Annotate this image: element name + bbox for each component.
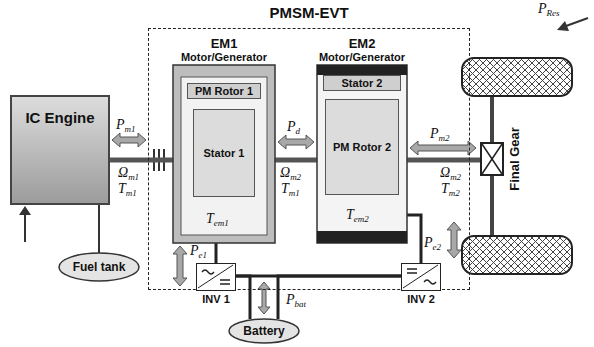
subscript: e1 — [199, 250, 208, 260]
battery-ellipse: Battery — [228, 318, 300, 344]
shaft-line — [275, 158, 317, 163]
wheel — [462, 236, 572, 274]
inverter-box: INV 2 — [401, 263, 441, 291]
gear-cross — [482, 144, 502, 174]
text-wrap: PM Rotor 1 — [188, 84, 260, 98]
boundary-title: PMSM-EVT — [149, 4, 469, 21]
signal-label: Pm1 — [116, 118, 136, 132]
wire-line — [98, 205, 100, 253]
resistance-arrow — [566, 18, 588, 26]
signal-label: PRes — [538, 2, 560, 16]
subscript: m1 — [128, 172, 139, 182]
heading-wrap: EM2Motor/Generator — [317, 37, 407, 65]
machine-name: EM2 — [349, 37, 376, 51]
machine-name: EM1 — [211, 37, 238, 51]
signal-label: Pe2 — [424, 236, 441, 250]
stator-strip: Stator 2 — [323, 75, 401, 91]
text-wrap: Fuel tank — [58, 252, 140, 282]
subscript: m1 — [125, 124, 136, 134]
signal-label: Pm2 — [430, 127, 450, 141]
inverter-diagonal — [198, 265, 233, 288]
stator-yoke — [317, 231, 407, 243]
inverter-label: INV 1 — [177, 293, 255, 305]
subscript: e2 — [433, 242, 442, 252]
node-label: Battery — [243, 324, 284, 338]
text-wrap: PM Rotor 2 — [326, 100, 398, 194]
housing-interior — [181, 77, 267, 235]
signal-label: Tm1 — [118, 182, 137, 196]
signal-label: Ωm2 — [280, 166, 301, 180]
text-wrap: Stator 2 — [324, 76, 400, 90]
node-label: Stator 2 — [342, 77, 383, 89]
subscript: m2 — [439, 133, 450, 143]
final-gear-label: Final Gear — [507, 127, 522, 191]
machine-block: EM1Motor/Generator PM Rotor 1 Stator 1 — [173, 37, 275, 243]
subscript: m2 — [450, 172, 461, 182]
machine-role: Motor/Generator — [319, 51, 405, 64]
subscript: em1 — [214, 218, 229, 228]
subscript: m1 — [289, 188, 300, 198]
signal-label: Tem1 — [206, 212, 229, 226]
node-outline — [402, 264, 442, 292]
node-label: PM Rotor 2 — [333, 141, 391, 153]
signal-label: Tm2 — [441, 182, 460, 196]
rotor-block: PM Rotor 2 — [325, 99, 399, 195]
rotor-housing — [173, 65, 275, 243]
wire-line — [215, 243, 218, 263]
signal-label: Ωm2 — [440, 166, 461, 180]
subscript: bat — [295, 299, 307, 309]
subscript: em2 — [354, 214, 369, 224]
ellipse-outline — [59, 253, 139, 281]
signal-label: Pe1 — [190, 244, 207, 258]
subscript: d — [296, 126, 301, 136]
final-gear-box: Final Gear — [480, 142, 504, 176]
subscript: m1 — [126, 188, 137, 198]
fuel-tank-ellipse: Fuel tank — [58, 252, 140, 282]
node-label: PM Rotor 1 — [195, 85, 253, 97]
shaft-line — [110, 158, 173, 163]
stator-yoke — [317, 65, 407, 75]
signal-label: Pbat — [286, 293, 306, 307]
signal-label: Pd — [287, 120, 300, 134]
wheel — [462, 58, 572, 96]
text-wrap: IC Engine — [12, 97, 108, 203]
node-label: Stator 1 — [204, 147, 245, 159]
signal-label: Tem2 — [346, 208, 369, 222]
rotor-strip: PM Rotor 1 — [187, 83, 261, 99]
machine-block: EM2Motor/GeneratorStator 2 PM Rotor 2 — [317, 37, 407, 243]
text-wrap: Battery — [228, 318, 300, 344]
resistance-arrowhead — [557, 21, 569, 31]
node-outline — [197, 264, 237, 292]
node-label: Fuel tank — [73, 260, 126, 274]
engine-box: IC Engine — [10, 95, 110, 205]
air-inlet-arrow — [24, 214, 26, 242]
inverter-box: INV 1 — [196, 263, 236, 291]
node-outline — [482, 144, 506, 178]
dc-symbol — [220, 280, 230, 284]
wire-line — [278, 276, 401, 319]
machine-role: Motor/Generator — [181, 51, 267, 64]
ellipse-outline — [229, 319, 299, 343]
signal-label: Tm1 — [281, 182, 300, 196]
subscript: Res — [547, 8, 560, 18]
wire-line — [236, 276, 250, 319]
text-wrap: Stator 1 — [194, 110, 254, 196]
ac-symbol — [202, 270, 214, 274]
ac-symbol — [424, 280, 436, 284]
subscript: m2 — [449, 188, 460, 198]
stator-block: Stator 1 — [193, 109, 255, 197]
dc-symbol — [407, 269, 417, 273]
node-label: IC Engine — [25, 109, 94, 126]
gear-cross — [482, 144, 502, 174]
inverter-diagonal — [403, 265, 438, 288]
inverter-label: INV 2 — [382, 293, 460, 305]
air-inlet-arrowhead — [19, 206, 31, 215]
wire-line — [407, 215, 421, 263]
signal-label: Ωm1 — [118, 166, 139, 180]
heading-wrap: EM1Motor/Generator — [173, 37, 275, 65]
machine-frame — [317, 65, 407, 243]
subscript: m2 — [290, 172, 301, 182]
